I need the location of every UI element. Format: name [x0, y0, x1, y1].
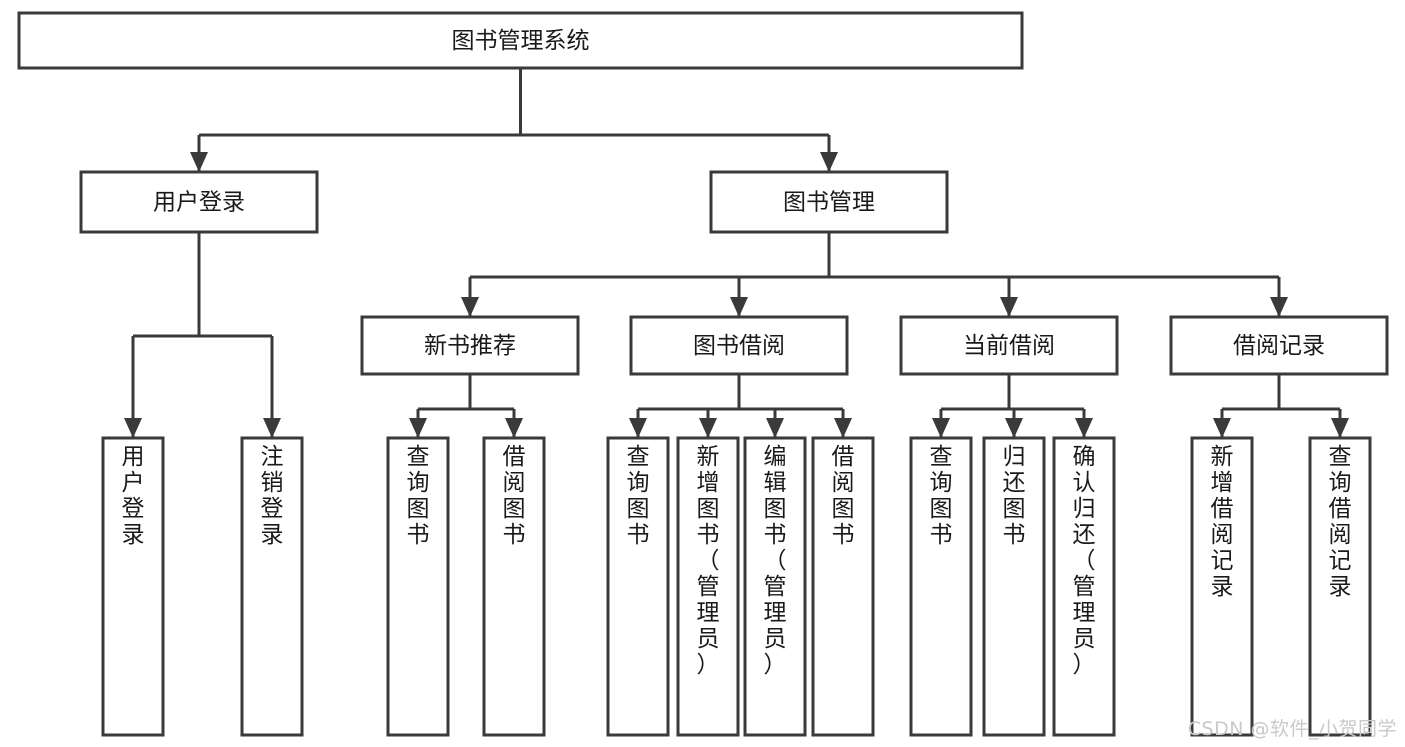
node-box — [629, 315, 849, 376]
arrow-head-icon — [124, 418, 142, 438]
node-leaf-user-login[interactable]: 用户登录 — [101, 436, 165, 737]
arrow-head-icon — [834, 418, 852, 438]
node-leaf-query-book-2[interactable]: 查询图书 — [606, 436, 670, 737]
node-leaf-return-book[interactable]: 归还图书 — [982, 436, 1046, 737]
node-book-manage[interactable]: 图书管理 — [709, 170, 949, 234]
arrow-head-icon — [1075, 418, 1093, 438]
arrow-head-icon — [409, 418, 427, 438]
node-box — [676, 436, 740, 737]
node-label: 查询图书 — [407, 444, 430, 548]
node-label: 用户登录 — [122, 444, 145, 548]
node-label: 当前借阅 — [963, 333, 1055, 359]
node-box — [240, 436, 304, 737]
node-label: 归还图书 — [1003, 444, 1026, 548]
node-box — [17, 11, 1024, 70]
node-label: 借阅图书 — [832, 444, 855, 548]
node-box — [482, 436, 546, 737]
node-leaf-edit-book[interactable]: 编辑图书（管理员） — [743, 436, 807, 737]
node-label: 借阅记录 — [1233, 333, 1325, 359]
node-label: 新书推荐 — [424, 333, 516, 359]
node-book-borrow[interactable]: 图书借阅 — [629, 315, 849, 376]
arrow-head-icon — [766, 418, 784, 438]
node-leaf-user-logout[interactable]: 注销登录 — [240, 436, 304, 737]
arrow-head-icon — [730, 297, 748, 317]
node-box — [1169, 315, 1389, 376]
node-label: 图书借阅 — [693, 333, 785, 359]
node-label: 借阅图书 — [503, 444, 526, 548]
node-box — [1052, 436, 1116, 737]
node-box — [606, 436, 670, 737]
node-leaf-add-record[interactable]: 新增借阅记录 — [1190, 436, 1254, 737]
arrow-head-icon — [1005, 418, 1023, 438]
arrow-head-icon — [263, 418, 281, 438]
arrow-head-icon — [629, 418, 647, 438]
node-box — [982, 436, 1046, 737]
node-user-login[interactable]: 用户登录 — [79, 170, 319, 234]
node-box — [909, 436, 973, 737]
node-label: 注销登录 — [261, 444, 284, 548]
node-leaf-borrow-book-1[interactable]: 借阅图书 — [482, 436, 546, 737]
node-new-book-rec[interactable]: 新书推荐 — [360, 315, 580, 376]
node-box — [899, 315, 1119, 376]
node-leaf-query-book-3[interactable]: 查询图书 — [909, 436, 973, 737]
node-box — [360, 315, 580, 376]
node-label: 编辑图书（管理员） — [764, 444, 787, 678]
arrow-head-icon — [699, 418, 717, 438]
node-leaf-query-book-1[interactable]: 查询图书 — [386, 436, 450, 737]
node-label: 查询借阅记录 — [1329, 444, 1352, 600]
arrow-head-icon — [1000, 297, 1018, 317]
arrow-head-icon — [1270, 297, 1288, 317]
node-borrow-record[interactable]: 借阅记录 — [1169, 315, 1389, 376]
node-label: 查询图书 — [627, 444, 650, 548]
node-label: 新增借阅记录 — [1211, 444, 1234, 600]
node-label: 确认归还（管理员） — [1073, 444, 1096, 678]
arrow-head-icon — [932, 418, 950, 438]
node-label: 图书管理系统 — [452, 28, 590, 54]
arrow-head-icon — [190, 152, 208, 172]
arrow-head-icon — [820, 152, 838, 172]
node-leaf-borrow-book-2[interactable]: 借阅图书 — [811, 436, 875, 737]
arrow-head-icon — [505, 418, 523, 438]
node-label: 查询图书 — [930, 444, 953, 548]
node-box — [79, 170, 319, 234]
arrow-head-icon — [461, 297, 479, 317]
node-box — [743, 436, 807, 737]
node-box — [386, 436, 450, 737]
node-leaf-add-book[interactable]: 新增图书（管理员） — [676, 436, 740, 737]
node-label: 图书管理 — [783, 190, 875, 216]
node-box — [811, 436, 875, 737]
node-label: 用户登录 — [153, 190, 245, 216]
node-leaf-confirm-return[interactable]: 确认归还（管理员） — [1052, 436, 1116, 737]
node-leaf-query-record[interactable]: 查询借阅记录 — [1308, 436, 1372, 737]
node-box — [709, 170, 949, 234]
node-current-borrow[interactable]: 当前借阅 — [899, 315, 1119, 376]
arrow-head-icon — [1213, 418, 1231, 438]
arrow-head-icon — [1331, 418, 1349, 438]
node-root[interactable]: 图书管理系统 — [17, 11, 1024, 70]
node-box — [101, 436, 165, 737]
node-box — [1308, 436, 1372, 737]
connectors-layer — [124, 68, 1349, 438]
node-label: 新增图书（管理员） — [697, 444, 720, 678]
node-box — [1190, 436, 1254, 737]
nodes-layer: 图书管理系统用户登录图书管理新书推荐图书借阅当前借阅借阅记录用户登录注销登录查询… — [17, 11, 1389, 737]
